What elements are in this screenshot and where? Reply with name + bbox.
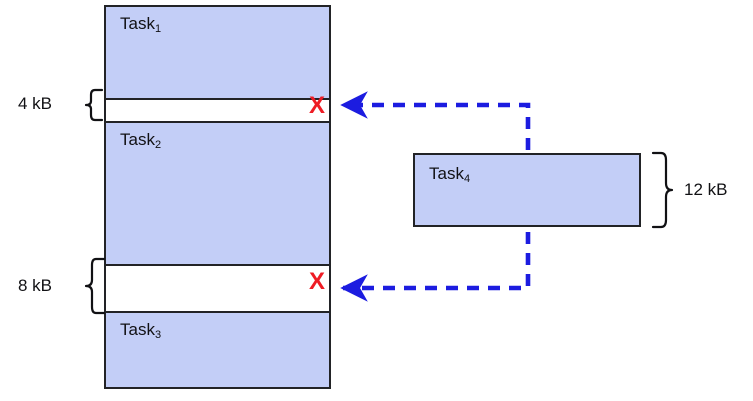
- memory-column: Task1 Task2 Task3: [104, 5, 331, 389]
- task2-label: Task2: [120, 130, 162, 152]
- brace-4kb: [84, 88, 104, 122]
- hole1-size-label: 4 kB: [18, 94, 53, 113]
- memory-block-task1: Task1: [106, 7, 329, 98]
- incoming-task4-box: Task4: [413, 153, 641, 227]
- hole2-size-label: 8 kB: [18, 276, 53, 295]
- task4-label: Task4: [429, 164, 471, 186]
- task1-label: Task1: [120, 14, 162, 36]
- task3-label: Task3: [120, 320, 162, 342]
- memory-block-task3: Task3: [106, 313, 329, 387]
- brace-8kb: [84, 257, 106, 315]
- task4-size-label: 12 kB: [684, 180, 728, 199]
- memory-hole-8kb: [106, 264, 329, 313]
- reject-x-icon-hole1: X: [309, 92, 326, 119]
- memory-block-task2: Task2: [106, 123, 329, 264]
- brace-12kb: [651, 151, 674, 229]
- memory-hole-4kb: [106, 98, 329, 123]
- reject-x-icon-hole2: X: [309, 268, 326, 295]
